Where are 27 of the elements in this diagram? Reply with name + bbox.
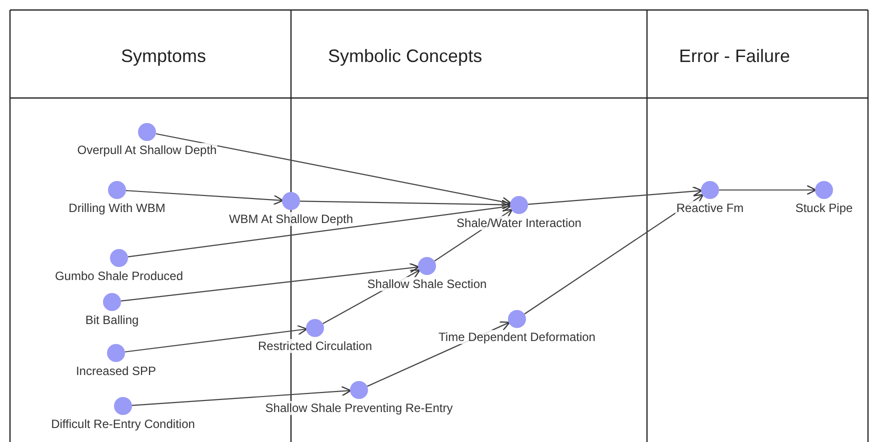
- node-label: Bit Balling: [84, 313, 140, 327]
- node-label: Difficult Re-Entry Condition: [50, 417, 196, 431]
- node-label: Drilling With WBM: [68, 201, 166, 215]
- arrow: [124, 325, 308, 352]
- arrow: [128, 202, 512, 258]
- arrow: [126, 190, 284, 205]
- node-label: Gumbo Shale Produced: [54, 269, 184, 283]
- arrow: [524, 194, 704, 314]
- node-label: Increased SPP: [74, 364, 158, 378]
- arrow: [156, 133, 512, 207]
- arrow: [719, 184, 816, 196]
- node-label: Time Dependent Deformation: [438, 330, 596, 344]
- node-label: Stuck Pipe: [794, 201, 854, 215]
- node-label: Shallow Shale Section: [366, 277, 488, 291]
- arrow: [300, 200, 512, 210]
- node-label: Overpull At Shallow Depth: [76, 143, 218, 157]
- arrow: [528, 186, 702, 205]
- column-header: Symbolic Concepts: [328, 46, 482, 67]
- node-label: Shallow Shale Preventing Re-Entry: [264, 401, 454, 415]
- node-label: Shale/Water Interaction: [456, 216, 582, 230]
- arrow: [120, 262, 420, 302]
- arrow: [132, 386, 352, 406]
- column-header: Error - Failure: [679, 46, 790, 67]
- node-label: Reactive Fm: [675, 201, 745, 215]
- column-header: Symptoms: [121, 46, 206, 67]
- node-label: WBM At Shallow Depth: [228, 212, 354, 226]
- node-label: Restricted Circulation: [256, 339, 374, 353]
